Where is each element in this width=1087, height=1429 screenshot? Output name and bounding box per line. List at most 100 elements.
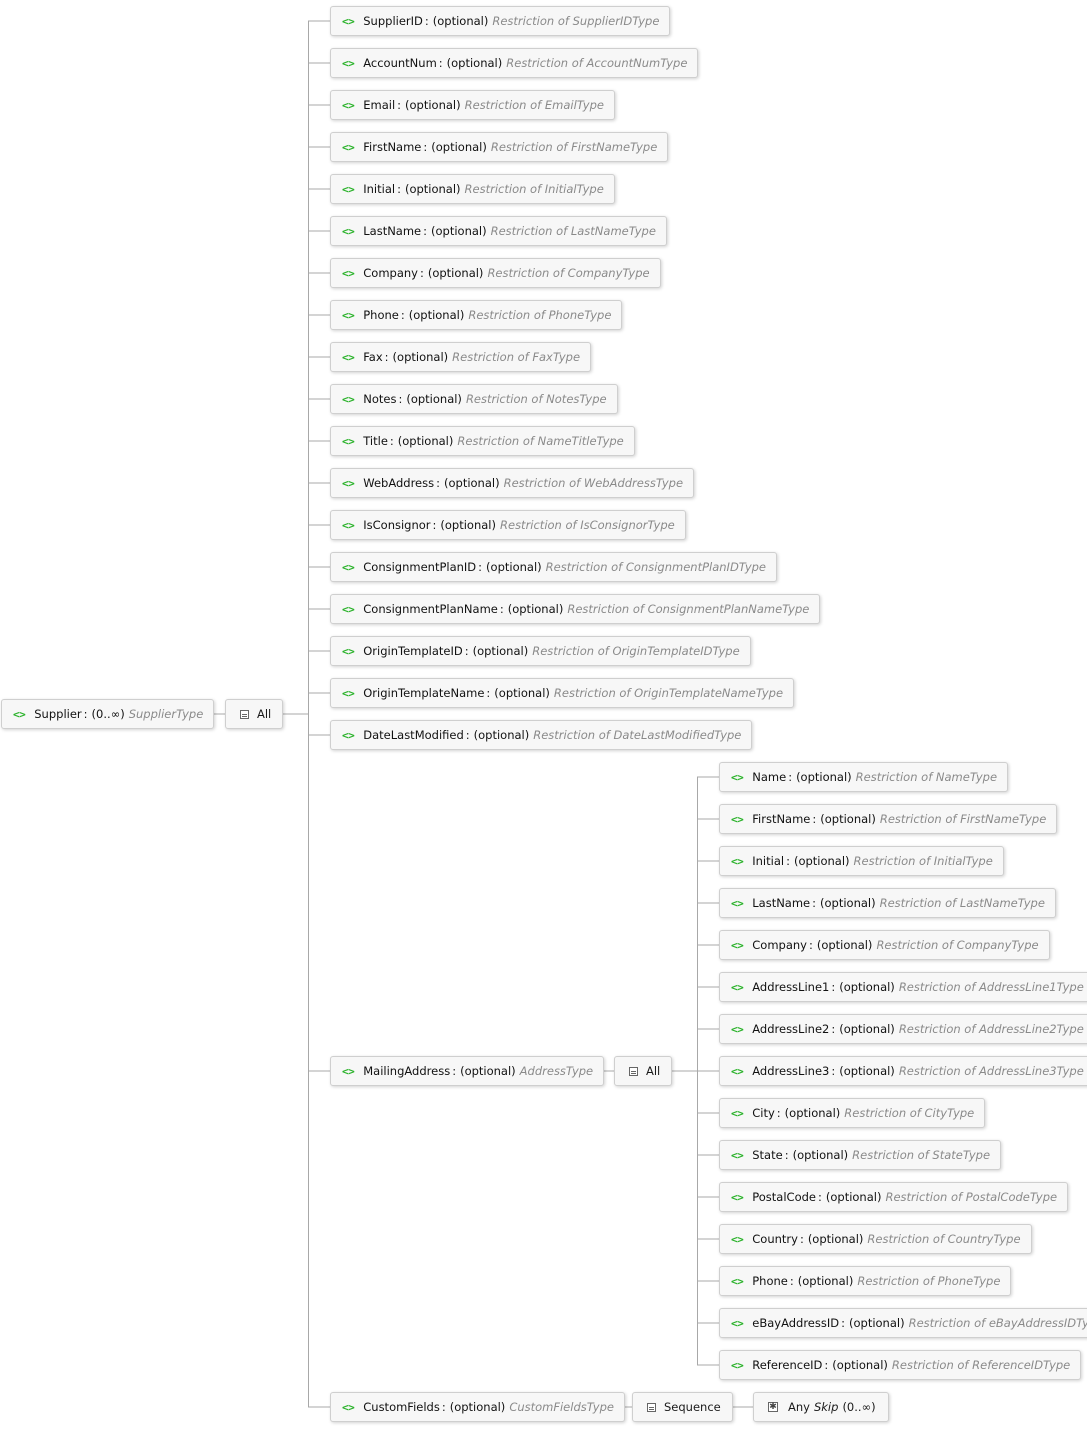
element-customfields[interactable]: <> CustomFields: (optional) CustomFields… [330, 1392, 625, 1422]
element-type: SupplierType [128, 707, 204, 721]
element-type: Restriction of PhoneType [857, 1274, 1001, 1288]
element-icon: <> [342, 476, 355, 490]
element-consignmentplanid[interactable]: <>ConsignmentPlanID:(optional)Restrictio… [330, 552, 777, 582]
element-type: Restriction of DateLastModifiedType [533, 728, 742, 742]
element-icon: <> [342, 1064, 355, 1078]
element-name: Notes [363, 392, 397, 406]
element-occurs: (optional) [839, 1022, 895, 1036]
element-icon: <> [731, 980, 744, 994]
mailing-element-country[interactable]: <>Country:(optional)Restriction of Count… [719, 1224, 1032, 1254]
element-name: MailingAddress [363, 1064, 451, 1078]
mailing-element-company[interactable]: <>Company:(optional)Restriction of Compa… [719, 930, 1050, 960]
element-type: CustomFieldsType [509, 1400, 614, 1414]
element-notes[interactable]: <>Notes:(optional)Restriction of NotesTy… [330, 384, 618, 414]
element-supplierid[interactable]: <>SupplierID:(optional)Restriction of Su… [330, 6, 671, 36]
element-occurs: (optional) [405, 98, 461, 112]
element-webaddress[interactable]: <>WebAddress:(optional)Restriction of We… [330, 468, 695, 498]
element-name: PostalCode [752, 1190, 816, 1204]
element-icon: <> [731, 1022, 744, 1036]
element-name: CustomFields [363, 1400, 440, 1414]
element-icon: <> [342, 266, 355, 280]
element-occurs: (optional) [472, 644, 529, 658]
mailing-element-addressline3[interactable]: <>AddressLine3:(optional)Restriction of … [719, 1056, 1087, 1086]
element-company[interactable]: <>Company:(optional)Restriction of Compa… [330, 258, 661, 288]
mailing-element-addressline2[interactable]: <>AddressLine2:(optional)Restriction of … [719, 1014, 1087, 1044]
any-occurs: (0..∞) [842, 1400, 876, 1414]
element-accountnum[interactable]: <>AccountNum:(optional)Restriction of Ac… [330, 48, 699, 78]
element-icon: <> [731, 812, 744, 826]
element-origintemplatename[interactable]: <>OriginTemplateName:(optional)Restricti… [330, 678, 795, 708]
element-occurs: (optional) [431, 140, 487, 154]
mailing-element-name[interactable]: <>Name:(optional)Restriction of NameType [719, 762, 1009, 792]
mailing-element-city[interactable]: <>City:(optional)Restriction of CityType [719, 1098, 986, 1128]
element-occurs: (optional) [446, 56, 503, 70]
element-name: LastName [363, 224, 422, 238]
element-datelastmodified[interactable]: <>DateLastModified:(optional)Restriction… [330, 720, 753, 750]
element-occurs: (optional) [793, 854, 850, 868]
element-firstname[interactable]: <>FirstName:(optional)Restriction of Fir… [330, 132, 669, 162]
element-name: DateLastModified [363, 728, 464, 742]
element-type: Restriction of CountryType [867, 1232, 1021, 1246]
element-isconsignor[interactable]: <>IsConsignor:(optional)Restriction of I… [330, 510, 686, 540]
element-name: Initial [752, 854, 785, 868]
element-icon: <> [731, 1358, 744, 1372]
element-consignmentplanname[interactable]: <>ConsignmentPlanName:(optional)Restrict… [330, 594, 821, 624]
element-name: LastName [752, 896, 811, 910]
mailing-element-addressline1[interactable]: <>AddressLine1:(optional)Restriction of … [719, 972, 1087, 1002]
element-name: AddressLine1 [752, 980, 830, 994]
element-mailingaddress[interactable]: <> MailingAddress: (optional) AddressTyp… [330, 1056, 605, 1086]
mailing-element-state[interactable]: <>State:(optional)Restriction of StateTy… [719, 1140, 1002, 1170]
element-name: Phone [363, 308, 399, 322]
element-icon: <> [731, 1106, 744, 1120]
element-occurs: (optional) [797, 1274, 854, 1288]
element-icon: <> [342, 140, 355, 154]
element-icon: <> [731, 1148, 744, 1162]
element-title[interactable]: <>Title:(optional)Restriction of NameTit… [330, 426, 635, 456]
root-element-supplier[interactable]: <> Supplier: (0..∞) SupplierType [1, 699, 215, 729]
element-type: Restriction of FirstNameType [879, 812, 1047, 826]
mailing-element-referenceid[interactable]: <>ReferenceID:(optional)Restriction of R… [719, 1350, 1082, 1380]
element-occurs: (optional) [820, 812, 876, 826]
element-icon: <> [731, 938, 744, 952]
element-name: City [752, 1106, 775, 1120]
mailing-element-initial[interactable]: <>Initial:(optional)Restriction of Initi… [719, 846, 1004, 876]
element-type: Restriction of CityType [844, 1106, 975, 1120]
element-type: Restriction of AddressLine3Type [898, 1064, 1084, 1078]
any-process: Skip [813, 1400, 839, 1414]
element-occurs: (optional) [839, 1064, 895, 1078]
mailing-element-ebayaddressid[interactable]: <>eBayAddressID:(optional)Restriction of… [719, 1308, 1087, 1338]
element-occurs: (0..∞) [91, 707, 125, 721]
compositor-label: All [257, 707, 272, 721]
element-name: Email [363, 98, 396, 112]
element-occurs: (optional) [507, 602, 564, 616]
element-name: SupplierID [363, 14, 423, 28]
element-name: Fax [363, 350, 383, 364]
element-fax[interactable]: <>Fax:(optional)Restriction of FaxType [330, 342, 592, 372]
all-compositor[interactable]: All [225, 699, 284, 729]
element-type: Restriction of AccountNumType [506, 56, 688, 70]
element-initial[interactable]: <>Initial:(optional)Restriction of Initi… [330, 174, 615, 204]
mailing-element-lastname[interactable]: <>LastName:(optional)Restriction of Last… [719, 888, 1056, 918]
element-origintemplateid[interactable]: <>OriginTemplateID:(optional)Restriction… [330, 636, 751, 666]
element-email[interactable]: <>Email:(optional)Restriction of EmailTy… [330, 90, 615, 120]
all-compositor-icon [629, 1066, 638, 1076]
any-wildcard[interactable]: ✱ Any Skip (0..∞) [753, 1392, 889, 1422]
all-compositor-mailing[interactable]: All [614, 1056, 673, 1086]
element-type: Restriction of WebAddressType [503, 476, 684, 490]
mailing-element-phone[interactable]: <>Phone:(optional)Restriction of PhoneTy… [719, 1266, 1012, 1296]
element-phone[interactable]: <>Phone:(optional)Restriction of PhoneTy… [330, 300, 623, 330]
element-occurs: (optional) [449, 1400, 506, 1414]
compositor-label: All [646, 1064, 661, 1078]
element-type: Restriction of InitialType [853, 854, 993, 868]
element-occurs: (optional) [404, 182, 461, 196]
mailing-element-postalcode[interactable]: <>PostalCode:(optional)Restriction of Po… [719, 1182, 1069, 1212]
element-icon: <> [342, 560, 355, 574]
element-icon: <> [342, 56, 355, 70]
mailing-element-firstname[interactable]: <>FirstName:(optional)Restriction of Fir… [719, 804, 1058, 834]
element-icon: <> [731, 854, 744, 868]
element-occurs: (optional) [427, 266, 484, 280]
element-icon: <> [342, 644, 355, 658]
sequence-compositor[interactable]: Sequence [632, 1392, 733, 1422]
element-name: WebAddress [363, 476, 435, 490]
element-lastname[interactable]: <>LastName:(optional)Restriction of Last… [330, 216, 667, 246]
